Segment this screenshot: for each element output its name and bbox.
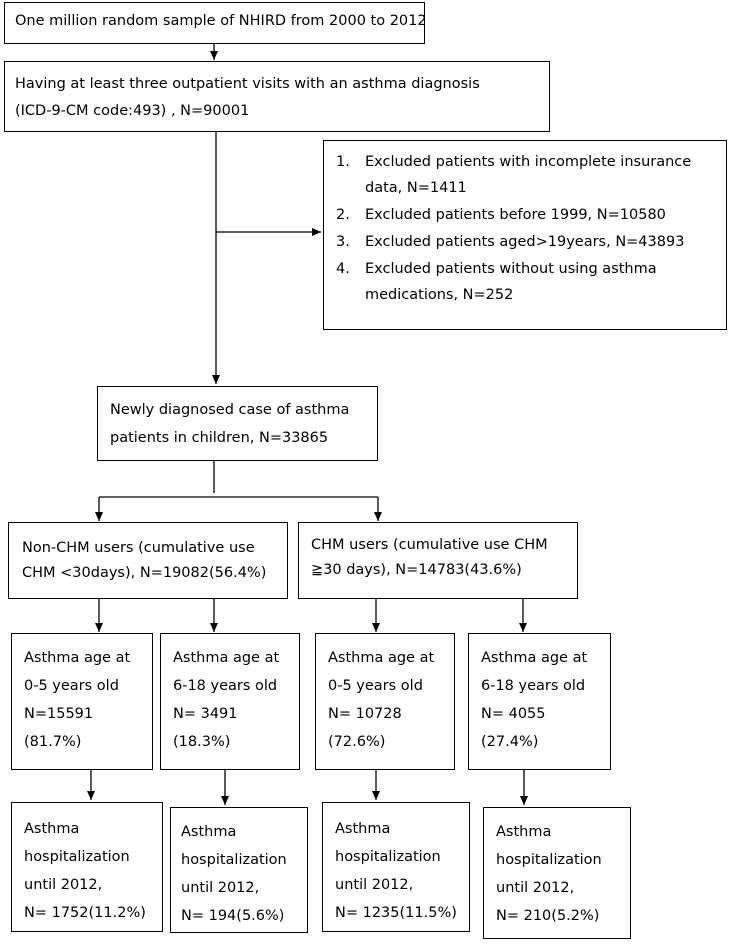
exclusion-2-number: 2. — [336, 207, 350, 223]
age-c-line-2: 0-5 years old — [328, 678, 423, 694]
hospitalization-box-non-chm-0-5: Asthma hospitalization until 2012, N= 17… — [11, 802, 163, 932]
hospitalization-box-chm-0-5: Asthma hospitalization until 2012, N= 12… — [322, 802, 470, 932]
age-a-line-1: Asthma age at — [24, 650, 131, 666]
new-cases-box: Newly diagnosed case of asthma patients … — [97, 386, 378, 461]
hosp-b-line-1: Asthma — [181, 824, 237, 840]
age-b-line-3: N= 3491 — [173, 706, 238, 722]
age-c-line-4: (72.6%) — [328, 734, 386, 750]
age-d-line-4: (27.4%) — [481, 734, 539, 750]
non-chm-line-1: Non-CHM users (cumulative use — [22, 540, 255, 556]
hosp-a-line-2: hospitalization — [24, 849, 130, 865]
age-d-line-1: Asthma age at — [481, 650, 588, 666]
asthma-diagnosis-box: Having at least three outpatient visits … — [4, 61, 550, 132]
sample-line-1: One million random sample of NHIRD from … — [15, 13, 427, 29]
hosp-d-line-2: hospitalization — [496, 852, 602, 868]
hosp-d-line-4: N= 210(5.2%) — [496, 908, 600, 924]
hospitalization-box-chm-6-18: Asthma hospitalization until 2012, N= 21… — [483, 807, 631, 939]
hosp-c-line-1: Asthma — [335, 821, 391, 837]
age-b-line-4: (18.3%) — [173, 734, 231, 750]
age-a-line-3: N=15591 — [24, 706, 94, 722]
chm-line-2: ≧30 days), N=14783(43.6%) — [311, 562, 522, 578]
age-group-box-chm-6-18: Asthma age at 6-18 years old N= 4055 (27… — [468, 633, 611, 770]
asthma-diagnosis-line-1: Having at least three outpatient visits … — [15, 76, 480, 92]
exclusion-4-line-1: Excluded patients without using asthma — [365, 261, 657, 277]
age-group-box-chm-0-5: Asthma age at 0-5 years old N= 10728 (72… — [315, 633, 455, 770]
hosp-b-line-4: N= 194(5.6%) — [181, 908, 285, 924]
hosp-b-line-2: hospitalization — [181, 852, 287, 868]
age-c-line-3: N= 10728 — [328, 706, 402, 722]
hosp-c-line-2: hospitalization — [335, 849, 441, 865]
exclusion-2-line-1: Excluded patients before 1999, N=10580 — [365, 207, 666, 223]
exclusion-3-number: 3. — [336, 234, 350, 250]
age-group-box-non-chm-0-5: Asthma age at 0-5 years old N=15591 (81.… — [11, 633, 153, 770]
exclusion-1-line-1: Excluded patients with incomplete insura… — [365, 154, 692, 170]
hosp-a-line-1: Asthma — [24, 821, 80, 837]
exclusion-4-number: 4. — [336, 261, 350, 277]
non-chm-line-2: CHM <30days), N=19082(56.4%) — [22, 565, 267, 581]
age-a-line-2: 0-5 years old — [24, 678, 119, 694]
hosp-a-line-3: until 2012, — [24, 877, 103, 893]
exclusion-1-line-2: data, N=1411 — [365, 180, 467, 196]
new-cases-line-2: patients in children, N=33865 — [110, 430, 329, 446]
hospitalization-box-non-chm-6-18: Asthma hospitalization until 2012, N= 19… — [170, 807, 308, 933]
hosp-d-line-3: until 2012, — [496, 880, 575, 896]
sample-box: One million random sample of NHIRD from … — [4, 2, 427, 44]
exclusion-1-number: 1. — [336, 154, 350, 170]
age-d-line-3: N= 4055 — [481, 706, 546, 722]
age-c-line-1: Asthma age at — [328, 650, 435, 666]
exclusion-3-line-1: Excluded patients aged>19years, N=43893 — [365, 234, 685, 250]
hosp-b-line-3: until 2012, — [181, 880, 260, 896]
age-d-line-2: 6-18 years old — [481, 678, 586, 694]
non-chm-users-box: Non-CHM users (cumulative use CHM <30day… — [8, 522, 288, 599]
asthma-diagnosis-line-2: (ICD-9-CM code:493) , N=90001 — [15, 103, 250, 119]
hosp-c-line-3: until 2012, — [335, 877, 414, 893]
new-cases-line-1: Newly diagnosed case of asthma — [110, 402, 350, 418]
chm-line-1: CHM users (cumulative use CHM — [311, 537, 548, 553]
chm-users-box: CHM users (cumulative use CHM ≧30 days),… — [298, 522, 578, 599]
age-group-box-non-chm-6-18: Asthma age at 6-18 years old N= 3491 (18… — [160, 633, 300, 770]
exclusions-box: 1. Excluded patients with incomplete ins… — [323, 140, 727, 330]
hosp-a-line-4: N= 1752(11.2%) — [24, 905, 146, 921]
hosp-d-line-1: Asthma — [496, 824, 552, 840]
exclusion-4-line-2: medications, N=252 — [365, 287, 514, 303]
hosp-c-line-4: N= 1235(11.5%) — [335, 905, 457, 921]
age-b-line-2: 6-18 years old — [173, 678, 278, 694]
age-a-line-4: (81.7%) — [24, 734, 82, 750]
age-b-line-1: Asthma age at — [173, 650, 280, 666]
